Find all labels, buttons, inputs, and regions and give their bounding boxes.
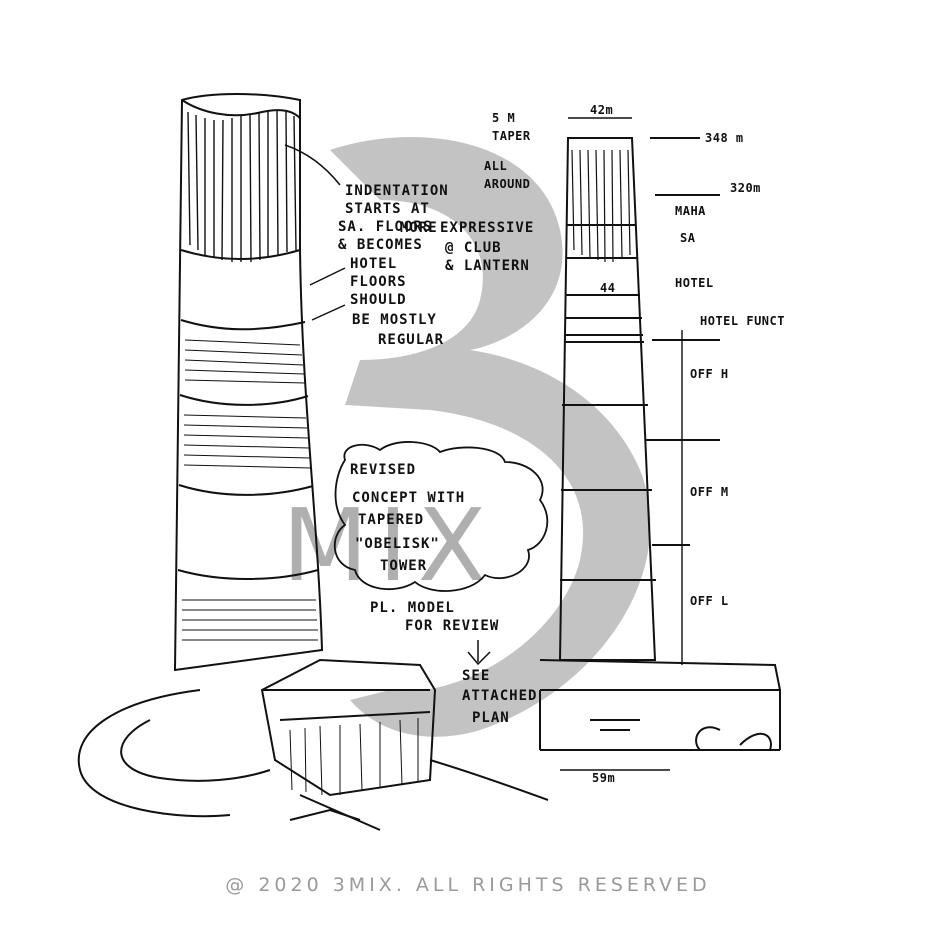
note-line: @ CLUB <box>445 240 502 256</box>
level-labels: 348 m 320m MAHA SA HOTEL HOTEL FUNCT OFF… <box>675 131 785 608</box>
annotation-review: PL. MODEL FOR REVIEW SEE ATTACHED PLAN <box>370 600 537 726</box>
note-line: 5 M <box>492 111 515 125</box>
note-line: FLOORS <box>350 274 407 290</box>
note-line: BE MOSTLY <box>352 312 437 328</box>
note-line: SEE <box>462 668 490 684</box>
note-line: TAPER <box>492 129 531 143</box>
note-line: REVISED <box>350 462 416 478</box>
tower-perspective <box>77 93 549 831</box>
annotation-cloud: REVISED CONCEPT WITH TAPERED "OBELISK" T… <box>333 441 549 592</box>
level-label: OFF L <box>690 594 729 608</box>
dimension-top-width: 42m <box>590 103 613 117</box>
note-line: INDENTATION <box>345 183 449 199</box>
note-line: SHOULD <box>350 292 407 308</box>
note-line: TAPERED <box>358 512 424 528</box>
note-line: FOR REVIEW <box>405 618 499 634</box>
level-label: OFF H <box>690 367 729 381</box>
level-label: 320m <box>730 181 761 195</box>
annotation-indentation: INDENTATION STARTS AT SA. FLOORS & BECOM… <box>284 144 534 274</box>
level-label: HOTEL <box>675 276 714 290</box>
note-line: & BECOMES <box>338 237 423 253</box>
note-line: SA. FLOORS <box>338 219 432 235</box>
dimension-mid-width: 44 <box>600 281 615 295</box>
note-line: ATTACHED <box>462 688 537 704</box>
note-line: AROUND <box>484 177 530 191</box>
note-line: EXPRESSIVE <box>440 220 534 236</box>
note-line: REGULAR <box>378 332 444 348</box>
note-line: & LANTERN <box>445 258 530 274</box>
level-label: HOTEL FUNCT <box>700 314 785 328</box>
level-label: 348 m <box>705 131 744 145</box>
level-label: MAHA <box>675 204 706 218</box>
note-line: CONCEPT WITH <box>352 490 465 506</box>
tower-elevation <box>539 117 782 771</box>
level-label: SA <box>680 231 696 245</box>
annotation-hotel: HOTEL FLOORS SHOULD BE MOSTLY REGULAR <box>309 256 444 348</box>
note-line: TOWER <box>380 558 427 574</box>
dimension-base-width: 59m <box>592 771 615 785</box>
note-line: PLAN <box>472 710 510 726</box>
note-line: HOTEL <box>350 256 397 272</box>
note-line: STARTS AT <box>345 201 430 217</box>
level-label: OFF M <box>690 485 729 499</box>
copyright-footer: @ 2020 3MIX. ALL RIGHTS RESERVED <box>225 874 711 896</box>
note-line: MORE <box>400 220 438 236</box>
note-line: "OBELISK" <box>355 536 440 552</box>
annotation-taper: 5 M TAPER ALL AROUND <box>484 111 531 191</box>
note-line: PL. MODEL <box>370 600 455 616</box>
note-line: ALL <box>484 159 507 173</box>
